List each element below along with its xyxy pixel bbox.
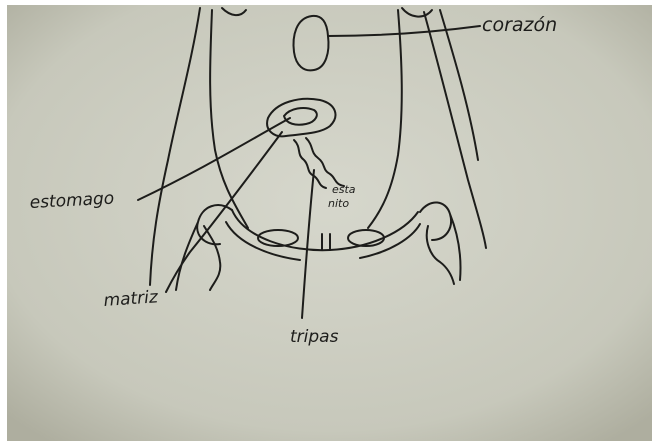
organ-label-line2: nito <box>328 197 349 210</box>
heart-label: corazón <box>482 14 557 36</box>
uterus-label: matriz <box>103 287 160 311</box>
tubes-label: tripas <box>290 327 339 347</box>
organ-label-line1: esta <box>332 183 356 196</box>
paper-background <box>6 4 653 442</box>
